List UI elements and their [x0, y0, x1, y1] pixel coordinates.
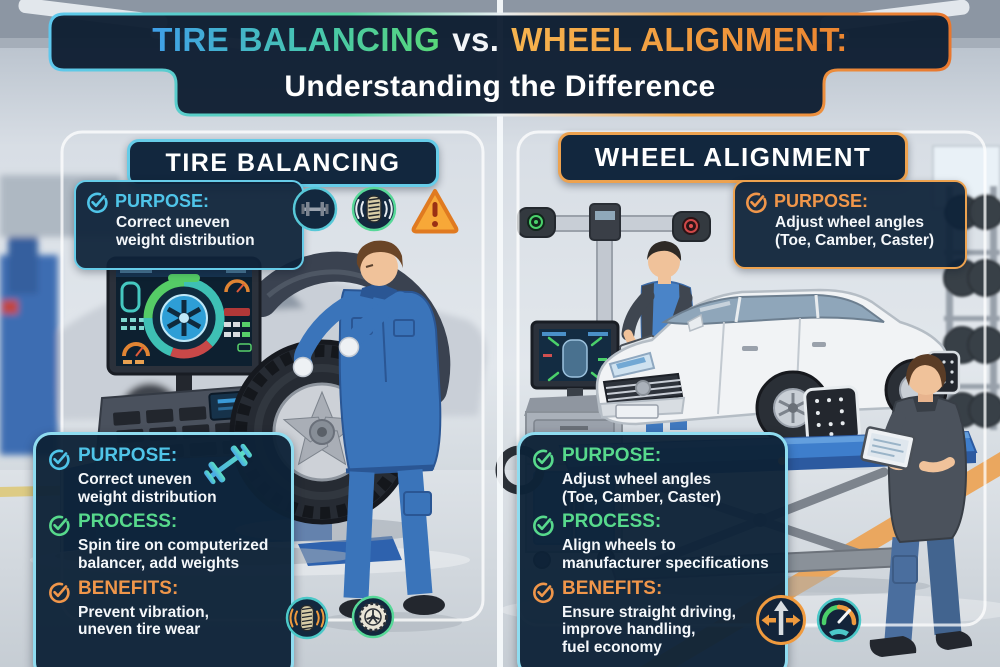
- check-icon: [49, 449, 70, 471]
- check-icon: [533, 582, 554, 603]
- check-icon: [87, 192, 108, 214]
- benefits-text: Prevent vibration, uneven tire wear: [78, 603, 209, 639]
- process-section: PROCESS: Align wheels to manufacturer sp…: [531, 511, 777, 572]
- title-banner-shape: [48, 12, 952, 117]
- right-purpose-callout: PURPOSE: Adjust wheel angles (Toe, Cambe…: [733, 180, 967, 269]
- dumbbell-icon: [292, 186, 338, 232]
- purpose-label: PURPOSE:: [115, 191, 210, 211]
- right-panel-header: WHEEL ALIGNMENT: [558, 132, 908, 183]
- purpose-label: PURPOSE:: [78, 445, 178, 466]
- benefits-section: BENEFITS: Prevent vibration, uneven tire…: [47, 577, 283, 639]
- left-purpose-callout: PURPOSE: Correct uneven weight distribut…: [74, 180, 304, 270]
- purpose-section: PURPOSE: Correct uneven weight distribut…: [47, 445, 283, 506]
- purpose-text: Adjust wheel angles (Toe, Camber, Caster…: [562, 471, 722, 506]
- benefits-text: Ensure straight driving, improve handlin…: [562, 603, 736, 656]
- straight-driving-icon: [756, 595, 806, 645]
- vibration-wear-icon: [285, 596, 329, 640]
- right-details-box: PURPOSE: Adjust wheel angles (Toe, Cambe…: [517, 432, 788, 667]
- title-vs: vs.: [452, 21, 500, 58]
- check-icon: [746, 192, 767, 214]
- left-panel-header: TIRE BALANCING: [127, 139, 439, 187]
- dumbbell-decoration-icon: [204, 443, 252, 485]
- speed-gauge-icon: [816, 597, 862, 643]
- purpose-label: PURPOSE:: [562, 445, 662, 466]
- wheel-target-front: [803, 385, 861, 445]
- process-text: Align wheels to manufacturer specificati…: [562, 537, 769, 572]
- alloy-wheel-icon: [351, 595, 395, 639]
- process-label: PROCESS:: [78, 511, 178, 533]
- purpose-text: Correct uneven weight distribution: [78, 471, 217, 506]
- purpose-label: PURPOSE:: [774, 191, 869, 211]
- balancer-monitor: [106, 256, 262, 400]
- technician-rear: [860, 354, 973, 657]
- left-details-box: PURPOSE: Correct uneven weight distribut…: [33, 432, 294, 667]
- benefits-section: BENEFITS: Ensure straight driving, impro…: [531, 577, 777, 657]
- panel-divider: [497, 0, 503, 667]
- car: [595, 288, 961, 446]
- purpose-section: PURPOSE: Adjust wheel angles (Toe, Cambe…: [531, 445, 777, 506]
- title-line-1: TIRE BALANCING vs. WHEEL ALIGNMENT:: [48, 21, 952, 59]
- purpose-text: Adjust wheel angles (Toe, Camber, Caster…: [775, 214, 935, 249]
- purpose-text: Correct uneven weight distribution: [116, 214, 255, 249]
- process-text: Spin tire on computerized balancer, add …: [78, 537, 269, 572]
- title-wheel-alignment: WHEEL ALIGNMENT:: [511, 21, 848, 58]
- warning-icon: [411, 189, 459, 234]
- benefits-label: BENEFITS:: [78, 577, 179, 599]
- title-tire-balancing: TIRE BALANCING: [152, 21, 441, 58]
- check-icon: [533, 449, 554, 471]
- vibrating-tire-icon: [351, 186, 397, 232]
- check-icon: [49, 582, 70, 603]
- process-section: PROCESS: Spin tire on computerized balan…: [47, 511, 283, 572]
- title-banner: TIRE BALANCING vs. WHEEL ALIGNMENT: Unders…: [48, 12, 952, 120]
- process-label: PROCESS:: [562, 511, 662, 533]
- check-icon: [49, 515, 70, 537]
- title-line-2: Understanding the Difference: [284, 70, 716, 103]
- benefits-label: BENEFITS:: [562, 577, 663, 599]
- check-icon: [533, 515, 554, 537]
